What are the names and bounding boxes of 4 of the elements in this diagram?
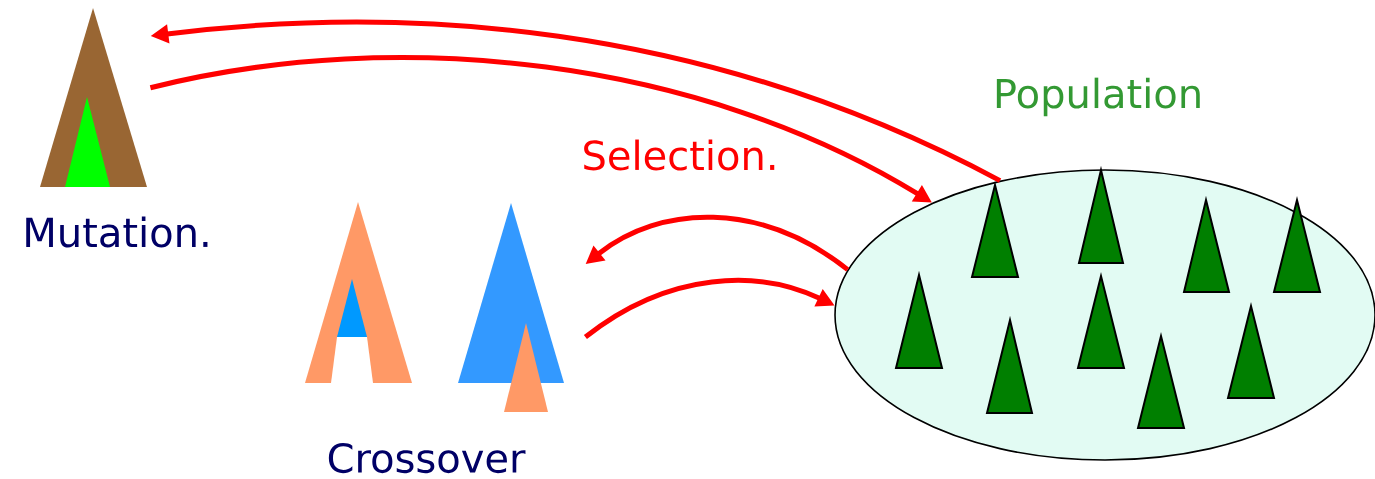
- selection-label: Selection.: [584, 139, 775, 171]
- mutation-label: Mutation.: [26, 216, 208, 248]
- crossover-label: Crossover: [328, 442, 526, 474]
- population-label: Population: [996, 77, 1200, 117]
